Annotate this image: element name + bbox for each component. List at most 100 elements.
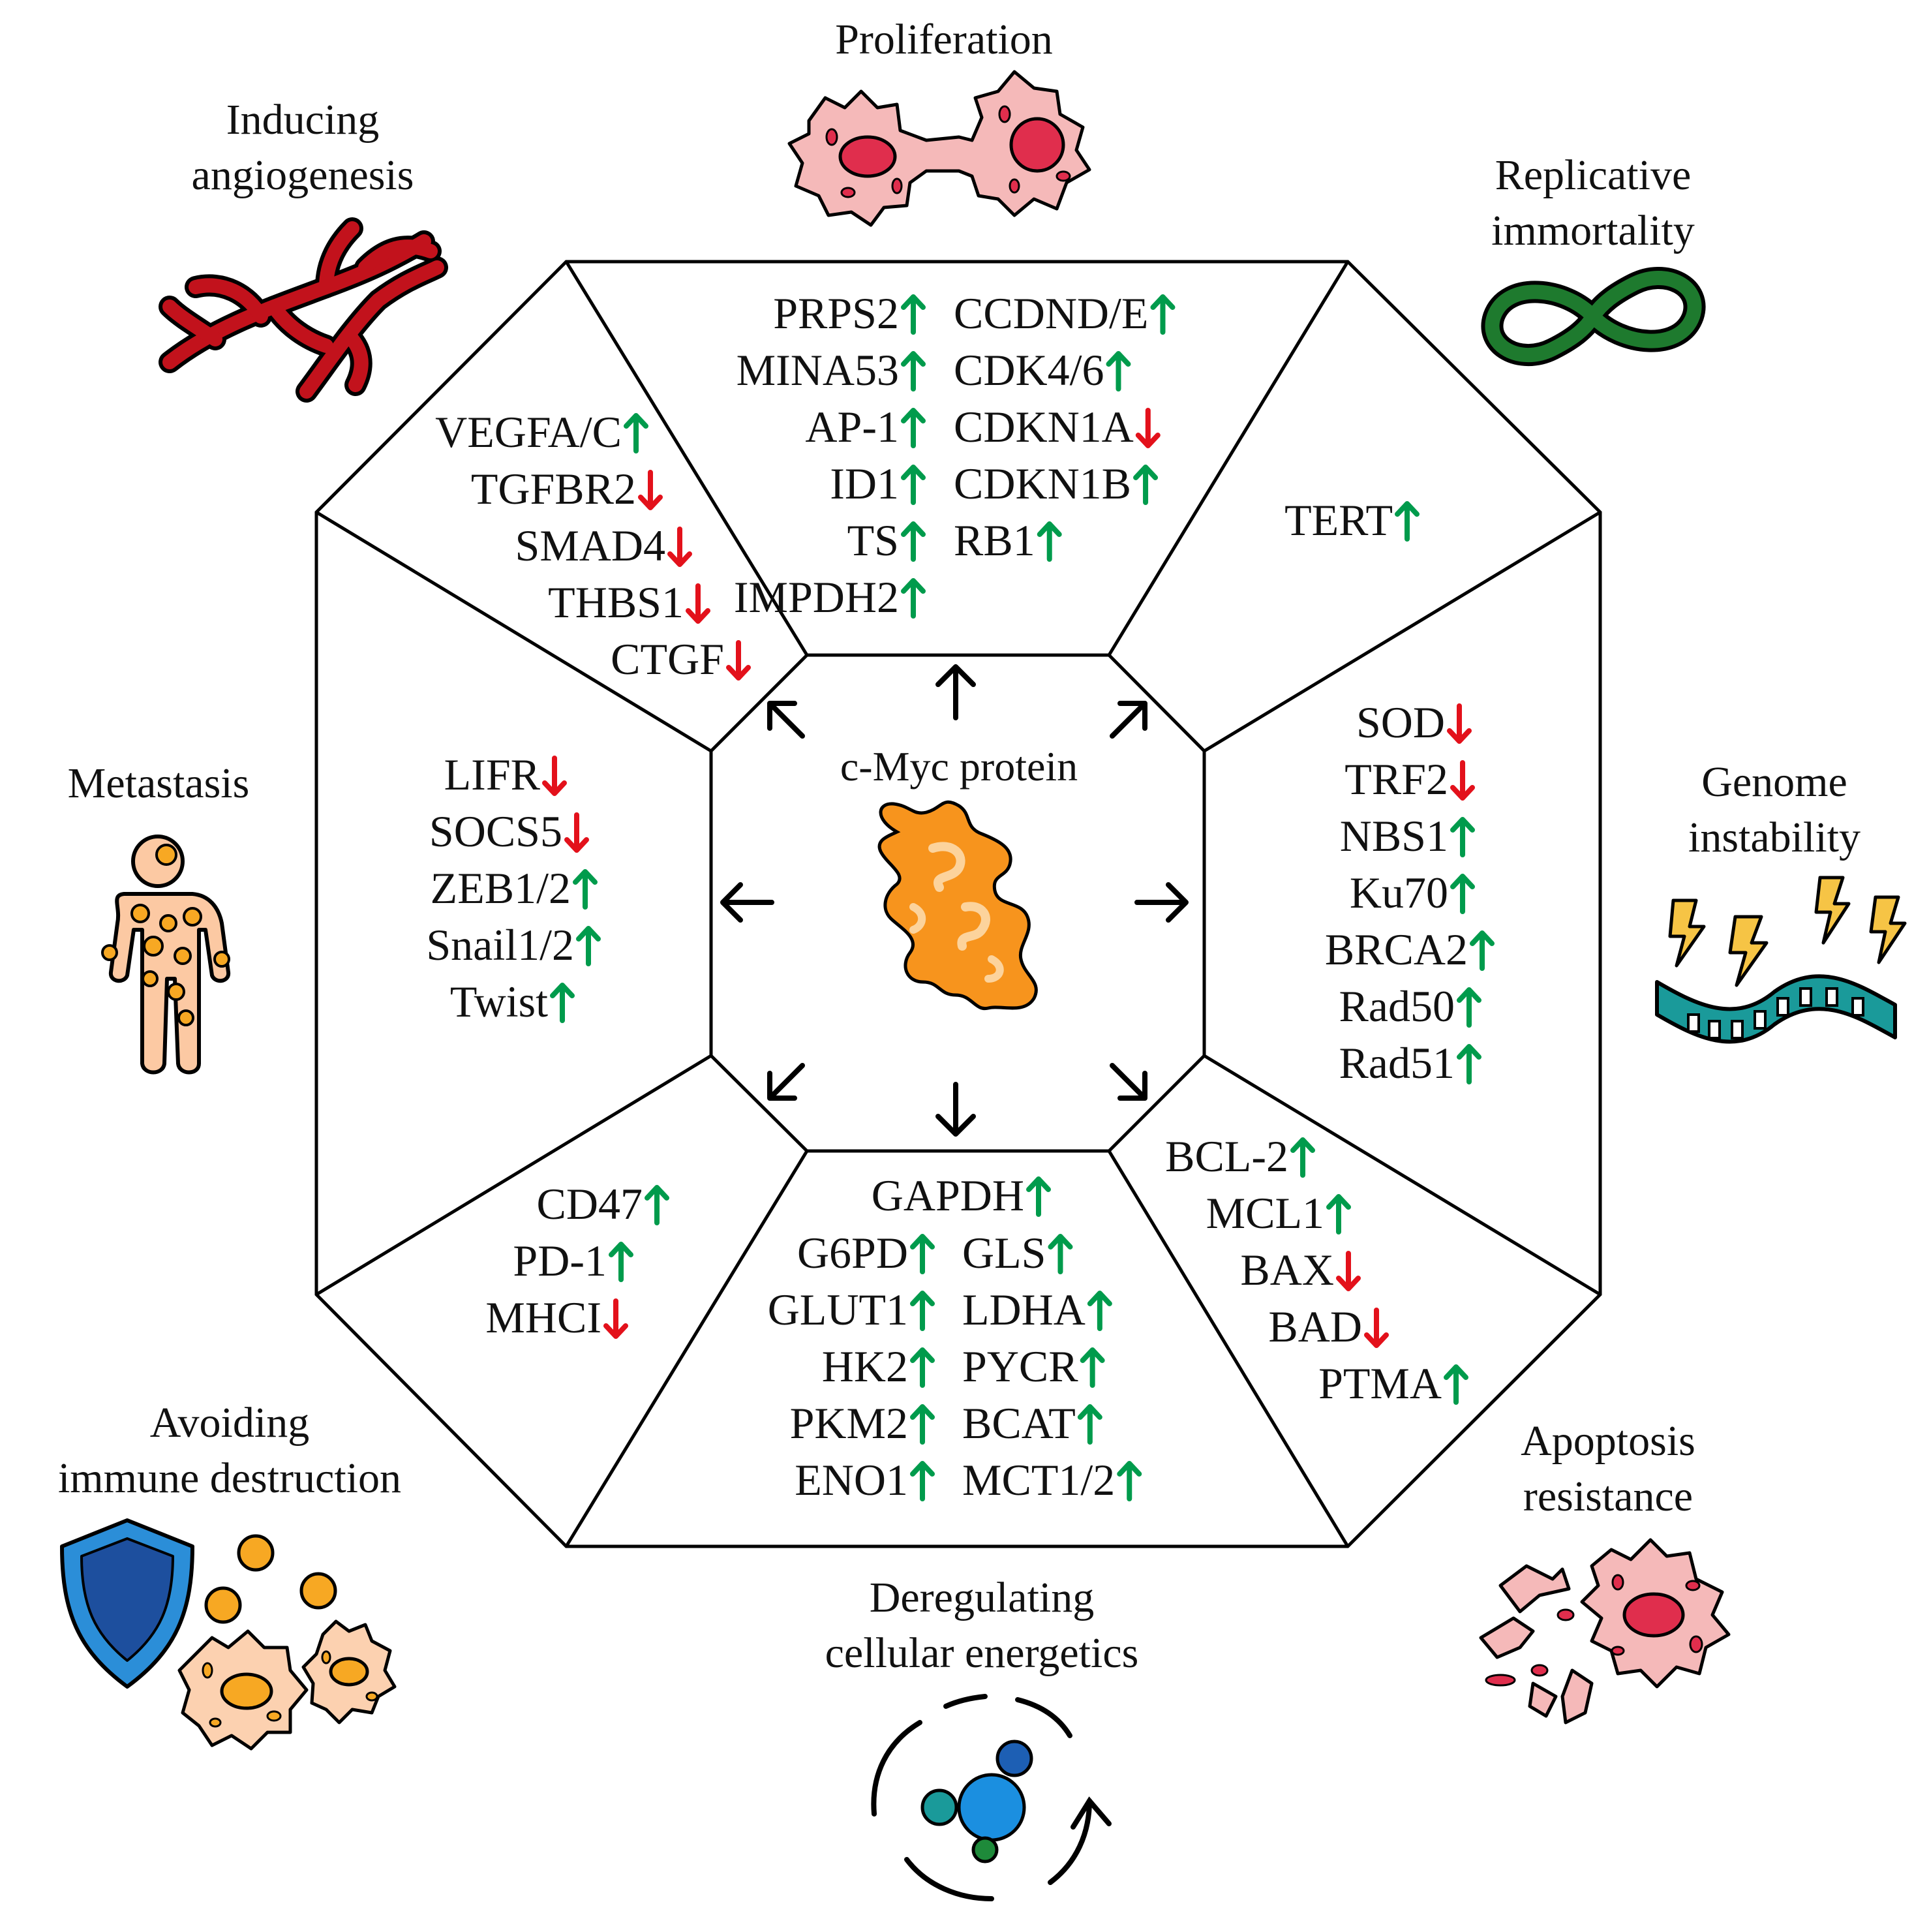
down-arrow-icon [1135,408,1161,448]
gene-entry: Ku70 [1350,868,1475,917]
gene-entry: CDK4/6 [954,345,1131,395]
divider-metastasis-immune [315,1054,712,1296]
gene-label: Rad51 [1339,1038,1455,1088]
c-myc-protein-icon [877,800,1038,1011]
down-arrow-icon [542,756,567,796]
gene-entry: BRCA2 [1325,925,1495,974]
gene-entry: GLUT1 [768,1285,935,1334]
up-arrow-icon [910,1347,935,1388]
up-arrow-icon [645,1185,669,1225]
gene-entry: MCL1 [1206,1188,1351,1238]
gene-label: SOD [1356,698,1445,747]
apoptotic-cell-icon [1479,1538,1731,1725]
gene-entry: RB1 [954,515,1062,565]
up-arrow-icon [1133,465,1159,505]
up-arrow-icon [573,869,598,910]
up-arrow-icon [901,294,926,335]
gene-entry: CD47 [537,1179,669,1229]
gene-label: Ku70 [1350,868,1448,917]
dna-damage-icon [1655,876,1907,1044]
up-arrow-icon [550,983,575,1023]
gene-entry: ENO1 [795,1455,935,1505]
gene-label: TS [847,515,899,565]
down-arrow-icon [603,1298,628,1339]
label-apoptosis-line1: Apoptosis [1521,1417,1695,1465]
gene-entry: MHCI [485,1293,628,1342]
gene-entry: Twist [450,977,575,1026]
gene-entry: Rad51 [1339,1038,1481,1088]
divider-genome-apoptosis [1203,1054,1602,1296]
up-arrow-icon [1444,1364,1468,1405]
gene-label: BAD [1268,1302,1362,1351]
up-arrow-icon [1290,1137,1315,1178]
gene-entry: CCDND/E [954,288,1176,338]
up-arrow-icon [1048,1234,1073,1274]
up-arrow-icon [901,351,926,391]
down-arrow-icon [726,640,751,681]
gene-label: RB1 [954,515,1035,565]
immune-shield-icon [60,1518,194,1689]
energy-cycle-icon [871,1694,1112,1901]
gene-entry: VEGFA/C [435,407,648,457]
up-arrow-icon [1450,874,1475,914]
gene-label: G6PD [797,1228,908,1278]
up-arrow-icon [910,1291,935,1331]
gene-entry: BAX [1240,1245,1361,1295]
gene-label: PYCR [962,1342,1078,1391]
up-arrow-icon [624,413,648,453]
gene-label: TRF2 [1344,754,1448,804]
gene-entry: PRPS2 [773,288,926,338]
gene-entry: TS [847,515,926,565]
gene-entry: IMPDH2 [734,572,926,622]
up-arrow-icon [1037,521,1062,562]
label-immortality-line2: immortality [1491,207,1695,254]
gene-entry: LDHA [962,1285,1112,1334]
gene-entry: MCT1/2 [962,1455,1142,1505]
gene-label: GLUT1 [768,1285,908,1334]
divider-immortality-genome [1203,510,1602,753]
gene-label: HK2 [822,1342,908,1391]
gene-entry: ZEB1/2 [431,863,598,913]
gene-label: ZEB1/2 [431,863,571,913]
center-pointers [720,664,1189,1137]
gene-label: MHCI [485,1293,601,1342]
gene-entry: CDKN1A [954,402,1161,452]
gene-entry: SOCS5 [429,806,589,856]
gene-label: MCL1 [1206,1188,1324,1238]
gene-label: CDK4/6 [954,345,1104,395]
gene-label: SOCS5 [429,806,562,856]
gene-entry: TGFBR2 [471,464,663,514]
gene-entry: NBS1 [1340,811,1475,861]
divider-energetics-apoptosis [1107,1150,1350,1548]
label-apoptosis-line2: resistance [1523,1473,1693,1520]
gene-label: ENO1 [795,1455,908,1505]
gene-label: BCAT [962,1398,1076,1448]
down-arrow-icon [1447,703,1472,744]
gene-entry: TERT [1284,495,1420,545]
pointer-up-left [767,701,805,739]
gene-label: GAPDH [872,1171,1024,1220]
up-arrow-icon [1395,501,1420,542]
gene-entry: Snail1/2 [426,920,601,970]
down-arrow-icon [686,583,710,624]
up-arrow-icon [901,465,926,505]
center-title: c-Myc protein [840,743,1078,790]
up-arrow-icon [910,1404,935,1445]
immune-cells-icon [177,1534,397,1751]
gene-entry: MINA53 [737,345,926,395]
up-arrow-icon [1117,1461,1142,1501]
up-arrow-icon [1457,1044,1481,1084]
gene-label: AP-1 [805,402,899,452]
gene-label: LDHA [962,1285,1086,1334]
gene-label: PKM2 [790,1398,908,1448]
gene-label: BCL-2 [1165,1131,1288,1181]
gene-label: MCT1/2 [962,1455,1115,1505]
up-arrow-icon [901,521,926,562]
gene-entry: ID1 [830,459,926,508]
down-arrow-icon [1450,760,1475,801]
gene-entry: PD-1 [513,1236,633,1285]
gene-entry: GLS [962,1228,1073,1278]
down-arrow-icon [1364,1308,1389,1348]
pointer-up [935,664,976,720]
gene-label: THBS1 [548,577,684,627]
